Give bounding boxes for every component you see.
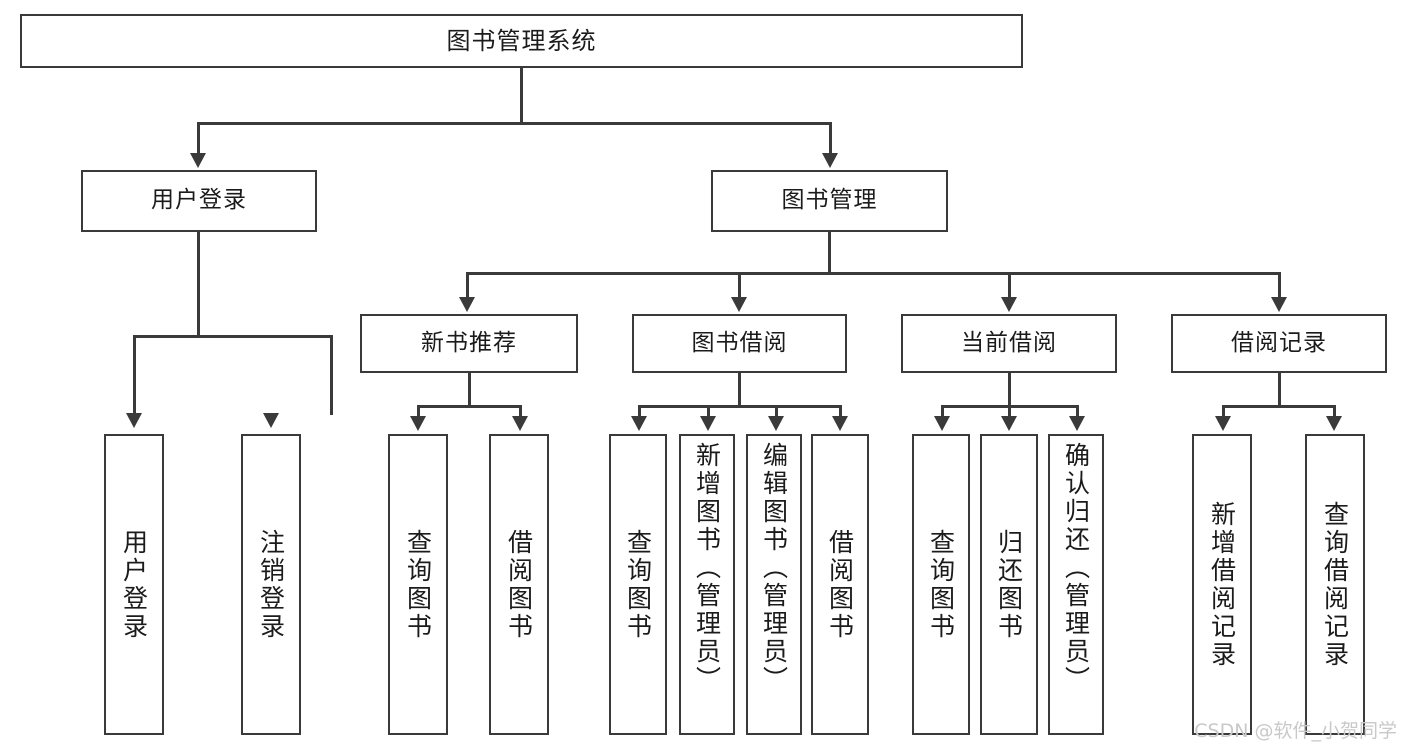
node-label: 查询图书 [623,528,653,641]
node-label: 新书推荐 [421,329,517,356]
arrow-to-leaf-query-book-3 [934,416,950,431]
connector-book-borrow-drop-3 [775,405,778,418]
connector-root-drop-right [829,122,832,155]
arrow-to-leaf-user-login [126,413,142,428]
connector-root-bar [197,122,832,125]
leaf-add-book-admin[interactable]: 新增图书（管理员） [679,434,735,735]
arrow-to-leaf-confirm-return [1069,416,1085,431]
node-label: 图书管理系统 [446,26,597,55]
leaf-user-login[interactable]: 用户登录 [104,434,164,735]
arrow-to-leaf-logout [263,413,279,428]
leaf-query-book-borrow[interactable]: 查询图书 [609,434,667,735]
arrow-to-leaf-query-record [1326,416,1342,431]
arrow-to-book-management [822,153,838,168]
leaf-query-book-newbook[interactable]: 查询图书 [388,434,448,735]
arrow-to-user-login [190,153,206,168]
connector-user-login-stem [197,232,200,337]
leaf-borrow-book-newbook[interactable]: 借阅图书 [489,434,549,735]
node-book-management[interactable]: 图书管理 [711,170,948,232]
connector-borrow-record-drop-1 [1222,405,1225,418]
connector-user-login-drop-2 [330,335,333,415]
connector-borrow-record-drop-2 [1333,405,1336,418]
node-label: 新增借阅记录 [1207,500,1237,669]
connector-book-borrow-drop-4 [839,405,842,418]
arrow-to-leaf-query-book-1 [410,416,426,431]
connector-root-stem [520,68,523,123]
node-label: 当前借阅 [961,329,1057,356]
node-label: 归还图书 [994,528,1024,641]
node-label: 查询借阅记录 [1320,500,1350,669]
connector-user-login-drop-1 [133,335,136,415]
connector-current-borrow-drop-1 [941,405,944,418]
connector-book-mgmt-stem [828,232,831,274]
connector-root-drop-left [197,122,200,155]
connector-book-borrow-stem [738,373,741,407]
node-label: 用户登录 [151,187,247,214]
node-label: 新增图书（管理员） [692,442,722,694]
arrow-to-leaf-add-record [1215,416,1231,431]
node-root-library-system[interactable]: 图书管理系统 [20,14,1023,68]
connector-user-login-bar [133,335,333,338]
leaf-confirm-return-admin[interactable]: 确认归还（管理员） [1048,434,1104,735]
connector-book-mgmt-drop-1 [466,272,469,299]
node-label: 编辑图书（管理员） [759,442,789,694]
connector-new-book-drop-2 [519,405,522,418]
arrow-to-leaf-return-book [1001,416,1017,431]
arrow-to-leaf-borrow-book-2 [832,416,848,431]
leaf-add-borrow-record[interactable]: 新增借阅记录 [1192,434,1252,735]
leaf-query-borrow-record[interactable]: 查询借阅记录 [1305,434,1365,735]
connector-new-book-stem [468,373,471,407]
connector-current-borrow-drop-2 [1008,405,1011,418]
connector-book-mgmt-drop-3 [1008,272,1011,299]
leaf-query-book-current[interactable]: 查询图书 [912,434,970,735]
leaf-edit-book-admin[interactable]: 编辑图书（管理员） [746,434,802,735]
connector-borrow-record-bar [1222,405,1336,408]
node-label: 查询图书 [926,528,956,641]
node-current-borrow[interactable]: 当前借阅 [901,314,1117,373]
node-label: 借阅记录 [1231,329,1327,356]
connector-borrow-record-stem [1278,373,1281,407]
leaf-borrow-book-borrow[interactable]: 借阅图书 [811,434,869,735]
connector-current-borrow-stem [1008,373,1011,407]
node-label: 用户登录 [119,528,149,641]
arrow-to-borrow-record [1271,297,1287,312]
arrow-to-leaf-add-book [700,416,716,431]
connector-book-mgmt-bar [466,272,1281,275]
arrow-to-leaf-edit-book [768,416,784,431]
node-label: 借阅图书 [504,528,534,641]
node-user-login[interactable]: 用户登录 [81,170,317,232]
node-label: 图书借阅 [691,329,788,356]
node-label: 确认归还（管理员） [1061,442,1091,694]
arrow-to-leaf-borrow-book-1 [512,416,528,431]
arrow-to-new-book [459,297,475,312]
leaf-logout[interactable]: 注销登录 [241,434,301,735]
node-book-borrow[interactable]: 图书借阅 [632,314,847,373]
connector-book-borrow-drop-1 [638,405,641,418]
connector-new-book-drop-1 [417,405,420,418]
connector-current-borrow-drop-3 [1076,405,1079,418]
connector-book-mgmt-drop-4 [1278,272,1281,299]
node-new-book-recommend[interactable]: 新书推荐 [360,314,578,373]
leaf-return-book[interactable]: 归还图书 [980,434,1038,735]
node-label: 注销登录 [256,528,286,641]
node-label: 图书管理 [781,187,878,214]
node-label: 借阅图书 [825,528,855,641]
node-borrow-record[interactable]: 借阅记录 [1171,314,1387,373]
connector-book-borrow-drop-2 [707,405,710,418]
connector-new-book-bar [417,405,522,408]
arrow-to-leaf-query-book-2 [631,416,647,431]
node-label: 查询图书 [403,528,433,641]
arrow-to-book-borrow [731,297,747,312]
connector-book-borrow-bar [638,405,841,408]
arrow-to-current-borrow [1001,297,1017,312]
connector-book-mgmt-drop-2 [738,272,741,299]
